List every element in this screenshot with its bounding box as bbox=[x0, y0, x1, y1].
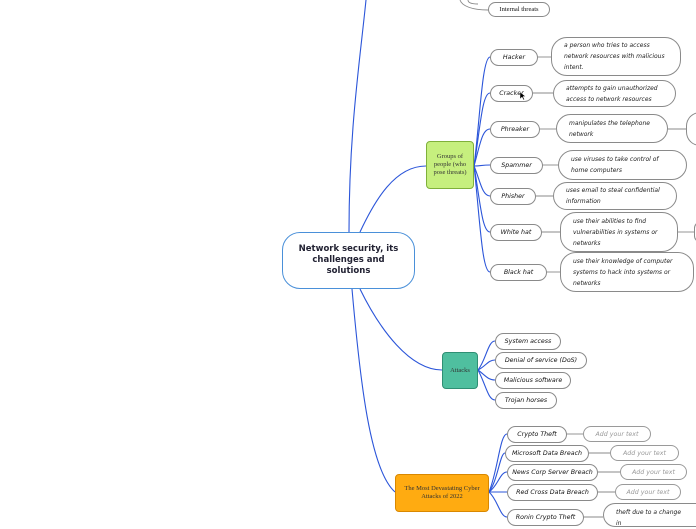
item-microsoft-data-breach[interactable]: Microsoft Data Breach bbox=[505, 445, 589, 462]
item-white-hat[interactable]: White hat bbox=[490, 224, 542, 241]
item-black-hat[interactable]: Black hat bbox=[490, 264, 547, 281]
item-cracker[interactable]: Cracker bbox=[490, 85, 533, 102]
link-root-attacks bbox=[359, 288, 443, 371]
group-attacks[interactable]: Attacks bbox=[442, 352, 478, 389]
item-system-access[interactable]: System access bbox=[495, 333, 561, 350]
desc-white-hat[interactable]: use their abilities to find vulnerabilit… bbox=[560, 212, 678, 252]
hint-red-cross-data-breach[interactable]: Add your text bbox=[615, 484, 681, 500]
link-root-top bbox=[348, 0, 367, 233]
group-cyber-attacks-2022[interactable]: The Most Devastating Cyber Attacks of 20… bbox=[395, 474, 489, 512]
desc-hacker[interactable]: a person who tries to access network res… bbox=[551, 37, 681, 76]
item-hacker[interactable]: Hacker bbox=[490, 49, 538, 66]
hint-microsoft-data-breach[interactable]: Add your text bbox=[610, 445, 679, 461]
group-people-who-pose-threats[interactable]: Groups of people (who pose threats) bbox=[426, 141, 474, 189]
item-trojan-horses[interactable]: Trojan horses bbox=[495, 392, 557, 409]
desc-black-hat[interactable]: use their knowledge of computer systems … bbox=[560, 252, 694, 292]
desc-ronin-crypto-theft[interactable]: theft due to a change in bbox=[603, 503, 696, 527]
internal-threats-node[interactable]: Internal threats bbox=[488, 2, 550, 17]
root-topic[interactable]: Network security, its challenges and sol… bbox=[282, 232, 415, 289]
item-ronin-crypto-theft[interactable]: Ronin Crypto Theft bbox=[507, 509, 584, 526]
item-spammer[interactable]: Spammer bbox=[490, 157, 543, 174]
hint-crypto-theft[interactable]: Add your text bbox=[583, 426, 651, 442]
item-red-cross-data-breach[interactable]: Red Cross Data Breach bbox=[507, 484, 598, 501]
item-phisher[interactable]: Phisher bbox=[490, 188, 536, 205]
desc-spammer[interactable]: use viruses to take control of home comp… bbox=[558, 150, 687, 180]
link-root-2022 bbox=[351, 288, 396, 493]
item-denial-of-service[interactable]: Denial of service (DoS) bbox=[495, 352, 587, 369]
hint-news-corp-server-breach[interactable]: Add your text bbox=[620, 464, 687, 480]
desc-phisher[interactable]: uses email to steal confidential informa… bbox=[553, 182, 677, 210]
item-news-corp-server-breach[interactable]: News Corp Server Breach bbox=[507, 464, 598, 481]
item-crypto-theft[interactable]: Crypto Theft bbox=[507, 426, 567, 443]
item-malicious-software[interactable]: Malicious software bbox=[495, 372, 571, 389]
desc-cracker[interactable]: attempts to gain unauthorized access to … bbox=[553, 80, 676, 107]
item-phreaker[interactable]: Phreaker bbox=[490, 121, 540, 138]
mouse-cursor-icon bbox=[520, 92, 526, 100]
link-root-people bbox=[359, 165, 427, 233]
desc-phreaker[interactable]: manipulates the telephone network bbox=[556, 114, 668, 143]
